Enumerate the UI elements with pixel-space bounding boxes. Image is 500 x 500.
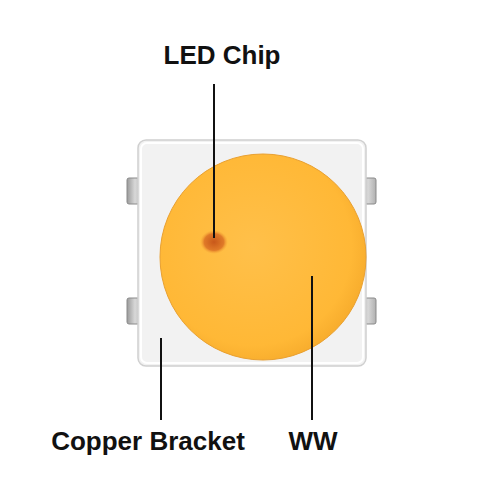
part-label: Copper Bracket <box>51 426 245 456</box>
leader-lines <box>161 84 312 420</box>
part-label: LED Chip <box>164 40 281 70</box>
package-body <box>138 140 366 366</box>
phosphor-lens <box>160 154 366 360</box>
part-label: WW <box>288 426 337 456</box>
